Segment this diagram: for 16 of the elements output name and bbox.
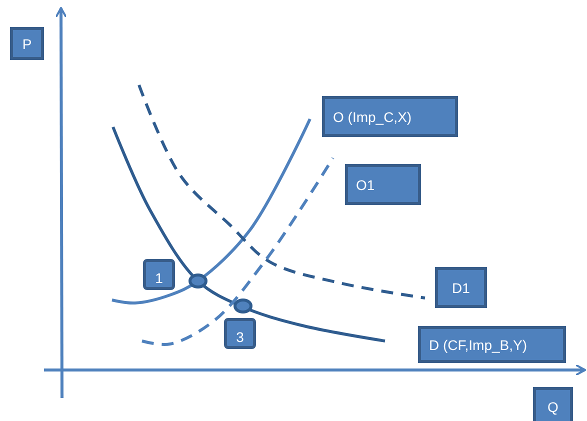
axis-label: O1 (356, 176, 375, 192)
label-box (418, 326, 566, 363)
axis-label: D (CF,Imp_B,Y) (429, 336, 528, 352)
axis-label: O (Imp_C,X) (333, 108, 412, 124)
label-box (435, 267, 487, 308)
axis-label: D1 (452, 280, 470, 296)
axis-label: Q (548, 399, 558, 415)
label-box (10, 27, 44, 60)
axis-label: 3 (236, 329, 244, 345)
label-box (224, 318, 256, 349)
axis-label: P (22, 36, 32, 52)
label-box (533, 387, 573, 421)
label-box (322, 96, 458, 137)
label-box (143, 259, 175, 290)
label-box (345, 164, 421, 205)
axis-label: 1 (155, 270, 163, 286)
